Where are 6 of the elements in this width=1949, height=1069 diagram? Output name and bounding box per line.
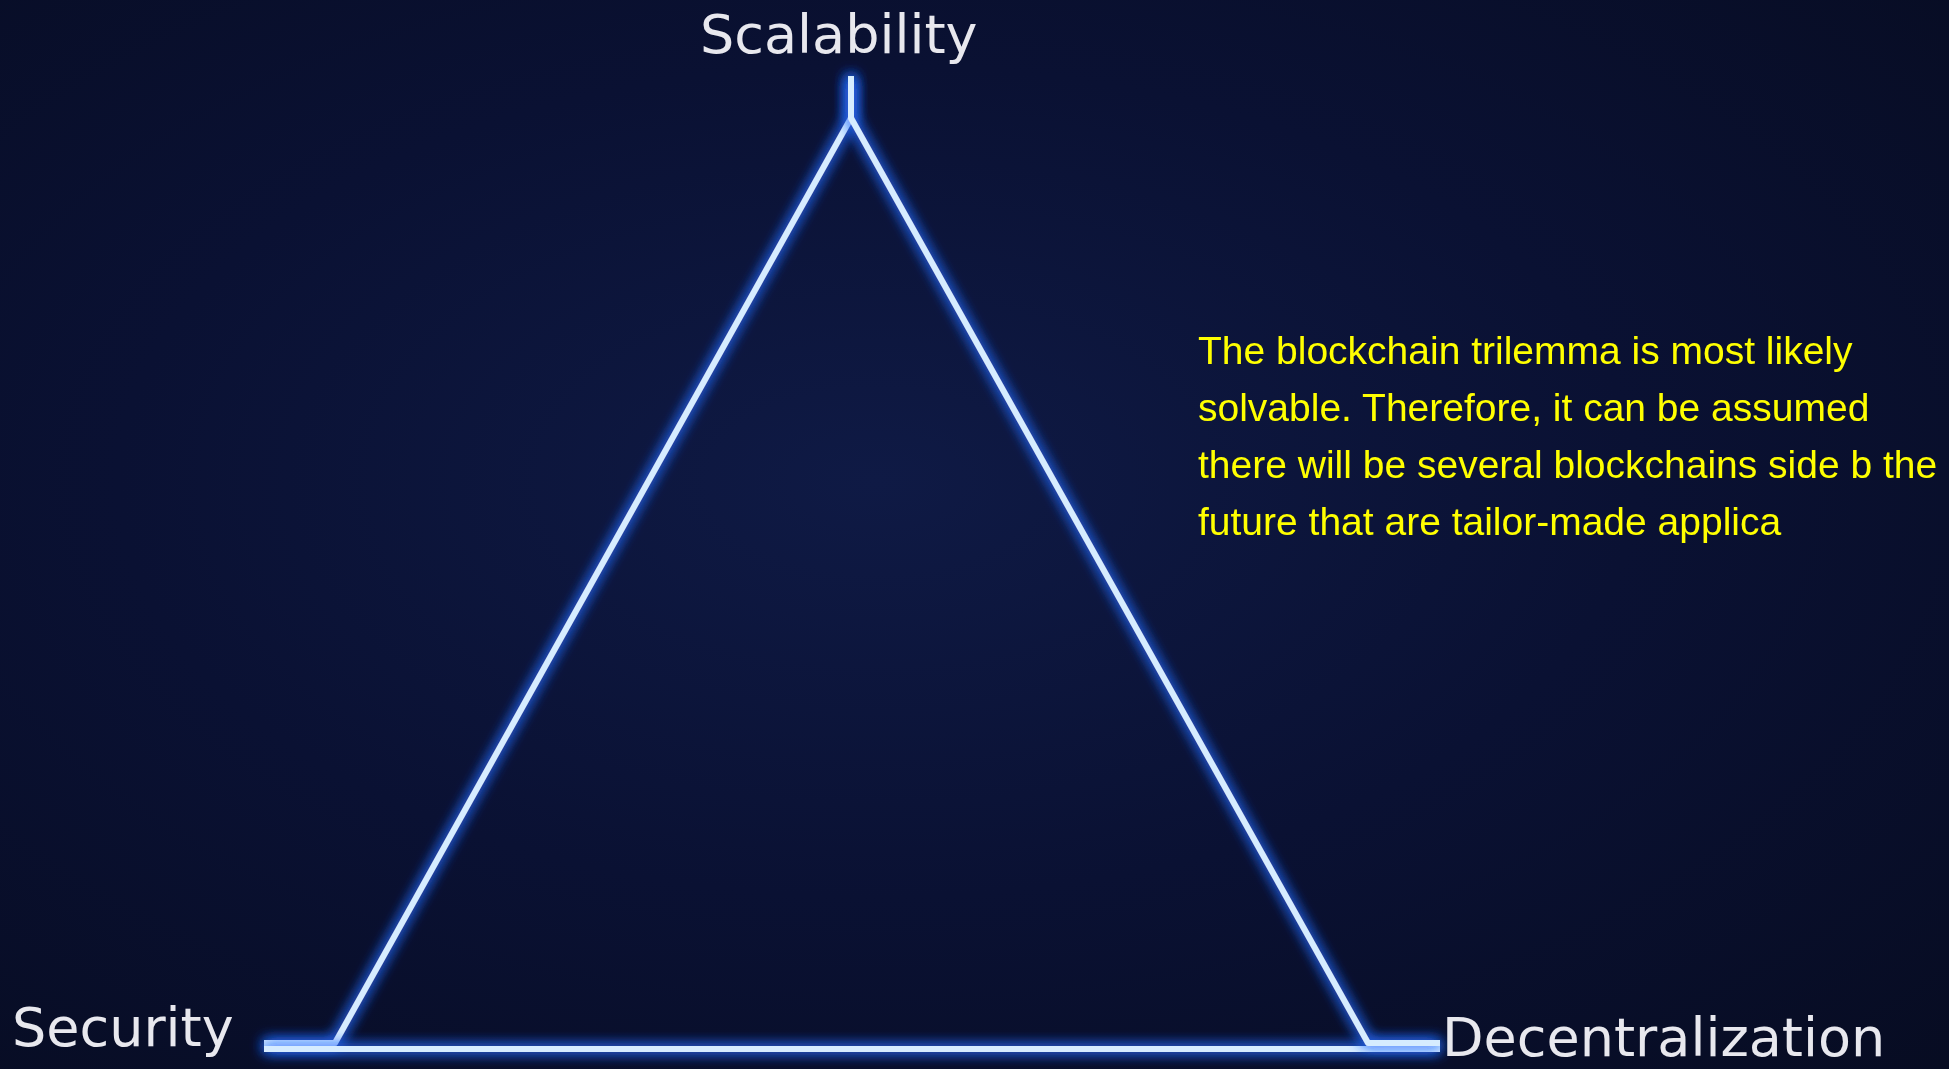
vertex-label: Scalability (700, 5, 978, 65)
note-text: The blockchain trilemma is most likely solvable. Therefore, it can be assumed there will be several blockchains side b the future that are tailor-made applica (1198, 328, 1939, 545)
vertex-label: Decentralization (1442, 1008, 1886, 1068)
glowing-line (264, 1046, 1440, 1052)
glowing-line (848, 76, 1440, 1046)
vertex-label: Security (12, 998, 234, 1058)
